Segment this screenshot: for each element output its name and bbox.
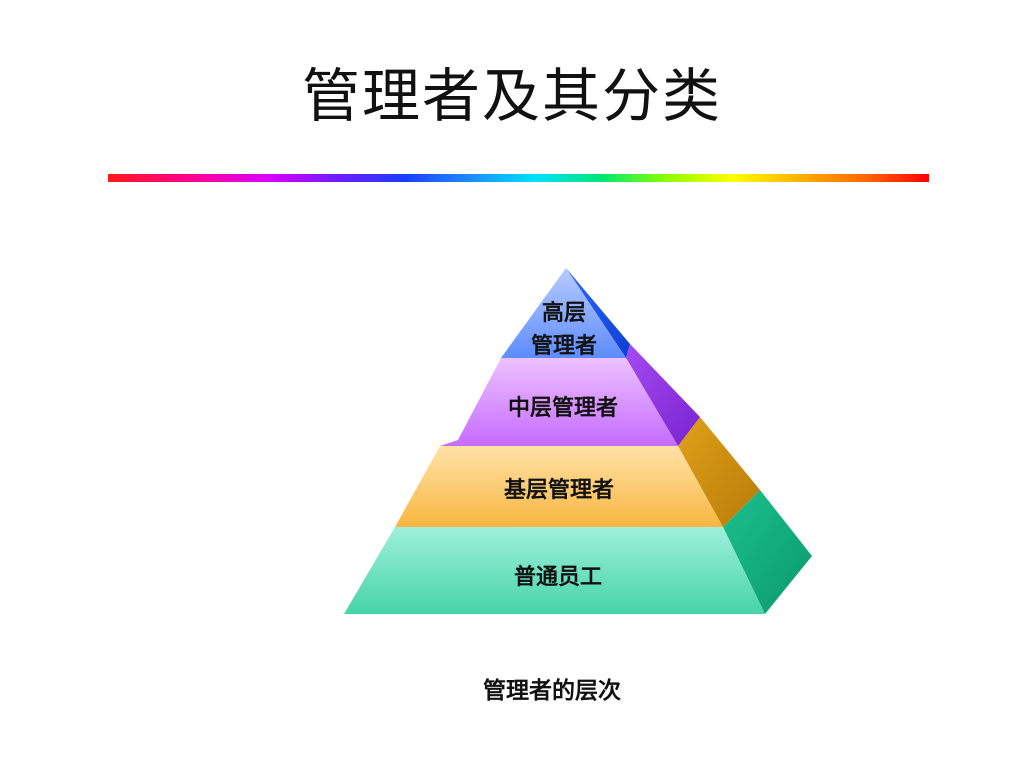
level-top-label-line-2: 管理者	[531, 333, 597, 359]
pyramid-level-middle	[440, 344, 700, 446]
level-employees-side	[723, 490, 812, 614]
level-middle-side	[626, 344, 700, 446]
level-frontline-side	[678, 417, 760, 527]
level-middle-front	[440, 358, 678, 446]
rainbow-divider	[108, 174, 929, 182]
diagram-caption: 管理者的层次	[483, 678, 621, 704]
level-frontline-label: 基层管理者	[504, 477, 614, 503]
slide-title: 管理者及其分类	[301, 62, 722, 130]
level-frontline-front	[395, 446, 723, 527]
pyramid-level-top	[501, 268, 630, 358]
level-top-label-line-1: 高层	[542, 300, 586, 326]
level-employees-label: 普通员工	[514, 564, 602, 590]
level-top-side	[566, 268, 630, 358]
level-middle-label: 中层管理者	[508, 395, 618, 421]
level-employees-front	[344, 527, 765, 614]
pyramid-level-frontline	[395, 417, 760, 527]
level-top-front	[501, 268, 626, 358]
pyramid-level-employees	[344, 490, 812, 614]
